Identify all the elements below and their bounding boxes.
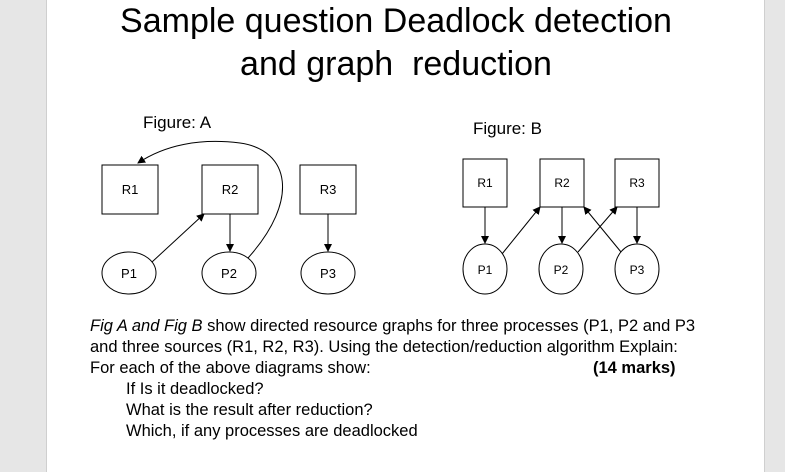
figure-a-label: Figure: A [143,113,212,132]
figure-b-r3-label: R3 [629,176,645,190]
figure-b-p2-label: P2 [554,263,569,277]
figure-b-r2-label: R2 [554,176,570,190]
figure-b-p3-label: P3 [630,263,645,277]
figure-b-edge-p3-r2 [583,206,622,253]
figure-b-r1-label: R1 [477,176,493,190]
figure-a-p2-label: P2 [221,266,237,281]
figure-b-process-p2 [538,243,584,295]
question-item-3: Which, if any processes are deadlocked [126,422,418,440]
figure-b-p1-label: P1 [478,263,493,277]
title-line-1: Sample question Deadlock detection [120,2,672,40]
figure-b-process-p3 [614,243,660,295]
figure-b-edge-p1-r2 [501,206,541,255]
figure-a-edge-p1-r2 [151,213,205,263]
figure-a-process-p3 [300,251,356,295]
figure-reference: Fig A and Fig B [90,317,203,335]
figure-b-edge-p2-r3 [577,206,618,253]
question-item-2: What is the result after reduction? [126,401,373,419]
question-paragraph: Fig A and Fig B show directed resource g… [90,316,700,379]
title-line-2: and graph reduction [240,45,552,83]
figure-b-label: Figure: B [473,119,542,138]
figure-a-graph: R1 R2 R3 P1 P2 P3 [101,140,357,295]
question-text: Fig A and Fig B show directed resource g… [90,316,700,442]
question-item-1: If Is it deadlocked? [126,380,264,398]
figure-a-resource-r1 [101,164,159,215]
marks-label: (14 marks) [593,359,676,377]
figure-a-p3-label: P3 [320,266,336,281]
figure-a-edge-p2-r1 [137,140,283,259]
figure-a-process-p1 [101,251,157,295]
question-description: show directed resource graphs for three … [90,317,696,377]
slide-title: Sample question Deadlock detection and g… [46,0,746,86]
figure-a-r3-label: R3 [320,182,337,197]
figure-a-r2-label: R2 [222,182,239,197]
figure-a-p1-label: P1 [121,266,137,281]
figure-b-graph: R1 R2 R3 P1 P2 P3 [462,158,660,295]
figure-a-process-p2 [201,251,257,295]
figure-a-r1-label: R1 [122,182,139,197]
slide-canvas [46,0,765,472]
figure-b-process-p1 [462,243,508,295]
